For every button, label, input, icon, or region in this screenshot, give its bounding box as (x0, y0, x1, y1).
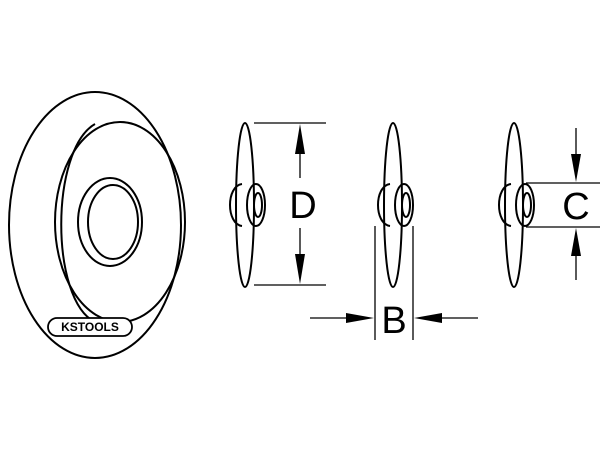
hub-left (498, 183, 512, 227)
arrow-down-icon (295, 254, 305, 284)
ks-tools-logo: KSTOOLS (47, 317, 133, 337)
wheel-side-view-c: C (498, 122, 600, 288)
wheel-hub-side (60, 123, 96, 323)
arrow-left-icon (414, 313, 442, 323)
dimension-label-d: D (289, 185, 316, 227)
hub-right (394, 183, 414, 227)
hub-right (246, 183, 266, 227)
wheel-bore-inner (87, 184, 139, 260)
blade-profile (504, 122, 524, 288)
hub-bore (401, 192, 411, 218)
dimension-label-b: B (381, 300, 406, 342)
arrow-up-icon (295, 124, 305, 154)
hub-bore (253, 192, 263, 218)
blade-profile (383, 122, 403, 288)
wheel-side-view-d: D (229, 122, 326, 288)
wheel-front-view: KSTOOLS (8, 91, 186, 359)
hub-bore (522, 192, 532, 218)
blade-profile (235, 122, 255, 288)
dimension-label-c: C (562, 186, 589, 228)
hub-left (229, 183, 243, 227)
hub-left (377, 183, 391, 227)
logo-badge (47, 317, 133, 337)
logo-text: KSTOOLS (61, 320, 119, 334)
wheel-side-view-b: B (310, 122, 478, 342)
hub-right (515, 183, 535, 227)
arrow-down-icon (571, 154, 581, 182)
wheel-outer-rim (8, 91, 182, 359)
arrow-right-icon (346, 313, 374, 323)
arrow-up-icon (571, 228, 581, 256)
wheel-bore-outer (77, 177, 143, 267)
